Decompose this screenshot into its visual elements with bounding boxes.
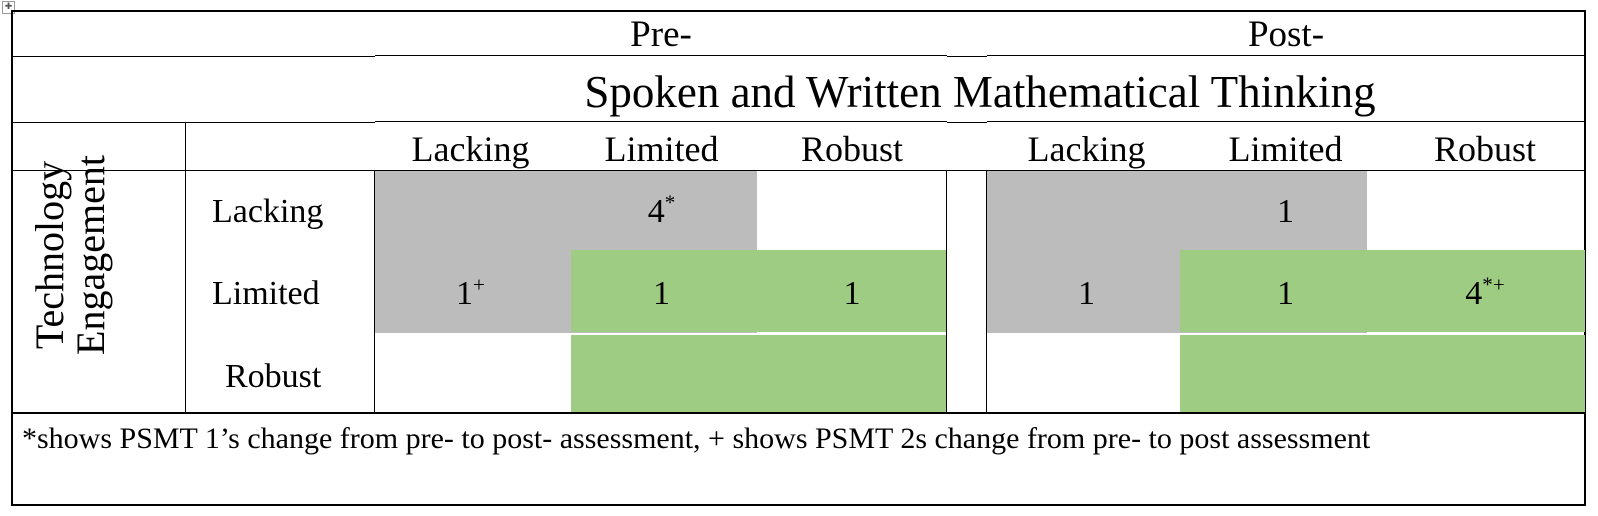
post-green-block-row-limited — [1180, 250, 1585, 332]
cell-sup: * — [664, 190, 676, 215]
cell-value: 1 — [843, 275, 861, 312]
cell-pre-limited-lacking: 1+ — [375, 274, 566, 312]
rule-post-left-edge — [986, 170, 987, 412]
rule-pre-left-edge — [374, 170, 375, 412]
row-label-limited: Limited — [212, 275, 320, 312]
cell-sup: + — [473, 272, 485, 297]
rule-row2-left — [12, 122, 375, 123]
rule-under-post — [987, 55, 1585, 56]
rule-pre-right-edge — [946, 170, 947, 412]
cell-value: 1 — [653, 275, 670, 312]
row-axis-title: Technology Engagement — [27, 110, 113, 400]
panel-label-post: Post- — [1247, 14, 1325, 55]
cell-pre-lacking-limited: 4* — [566, 192, 757, 230]
rule-left-axis-divider — [185, 122, 186, 412]
rule-under-title-left — [375, 121, 947, 122]
subheader-pre-limited: Limited — [604, 129, 719, 169]
cell-value: 4 — [1465, 275, 1483, 312]
pre-green-block-row-limited — [571, 250, 947, 332]
rule-row1-left — [12, 56, 375, 57]
subheader-pre-lacking: Lacking — [411, 129, 530, 169]
cell-post-limited-limited: 1 — [1186, 277, 1385, 311]
rule-above-footnote — [12, 412, 1585, 414]
cell-pre-limited-robust: 1 — [757, 277, 947, 311]
subheader-post-lacking: Lacking — [1027, 129, 1146, 169]
rule-row1-mid — [947, 56, 987, 57]
cell-value: 1 — [1277, 193, 1294, 230]
subheader-post-robust: Robust — [1433, 129, 1537, 169]
rule-row2-mid — [947, 122, 987, 123]
column-axis-title: Spoken and Written Mathematical Thinking — [584, 67, 1376, 117]
panel-label-pre: Pre- — [630, 14, 692, 55]
footnote-text: *shows PSMT 1’s change from pre- to post… — [22, 422, 1371, 455]
table-outer-frame — [11, 10, 1586, 506]
row-axis-title-line1: Technology — [27, 160, 72, 350]
cell-value: 1 — [456, 275, 474, 312]
cell-post-lacking-limited: 1 — [1186, 195, 1385, 229]
row-axis-title-line2: Engagement — [67, 155, 113, 355]
pre-green-block-row-robust — [571, 335, 947, 412]
row-label-lacking: Lacking — [212, 193, 324, 230]
cell-sup: *+ — [1482, 272, 1505, 297]
cell-value: 1 — [1078, 275, 1095, 312]
cell-pre-limited-limited: 1 — [566, 277, 757, 311]
rule-under-subheaders — [12, 170, 1585, 171]
post-green-block-row-robust — [1180, 335, 1585, 412]
rule-under-pre — [375, 55, 947, 56]
cell-post-limited-robust: 4*+ — [1385, 274, 1585, 312]
rule-under-title-right — [987, 121, 1585, 122]
cell-value: 1 — [1277, 275, 1294, 312]
subheader-post-limited: Limited — [1228, 129, 1343, 169]
subheader-pre-robust: Robust — [800, 129, 904, 169]
cell-post-limited-lacking: 1 — [987, 277, 1186, 311]
row-label-robust: Robust — [225, 358, 322, 395]
cell-value: 4 — [647, 193, 665, 230]
